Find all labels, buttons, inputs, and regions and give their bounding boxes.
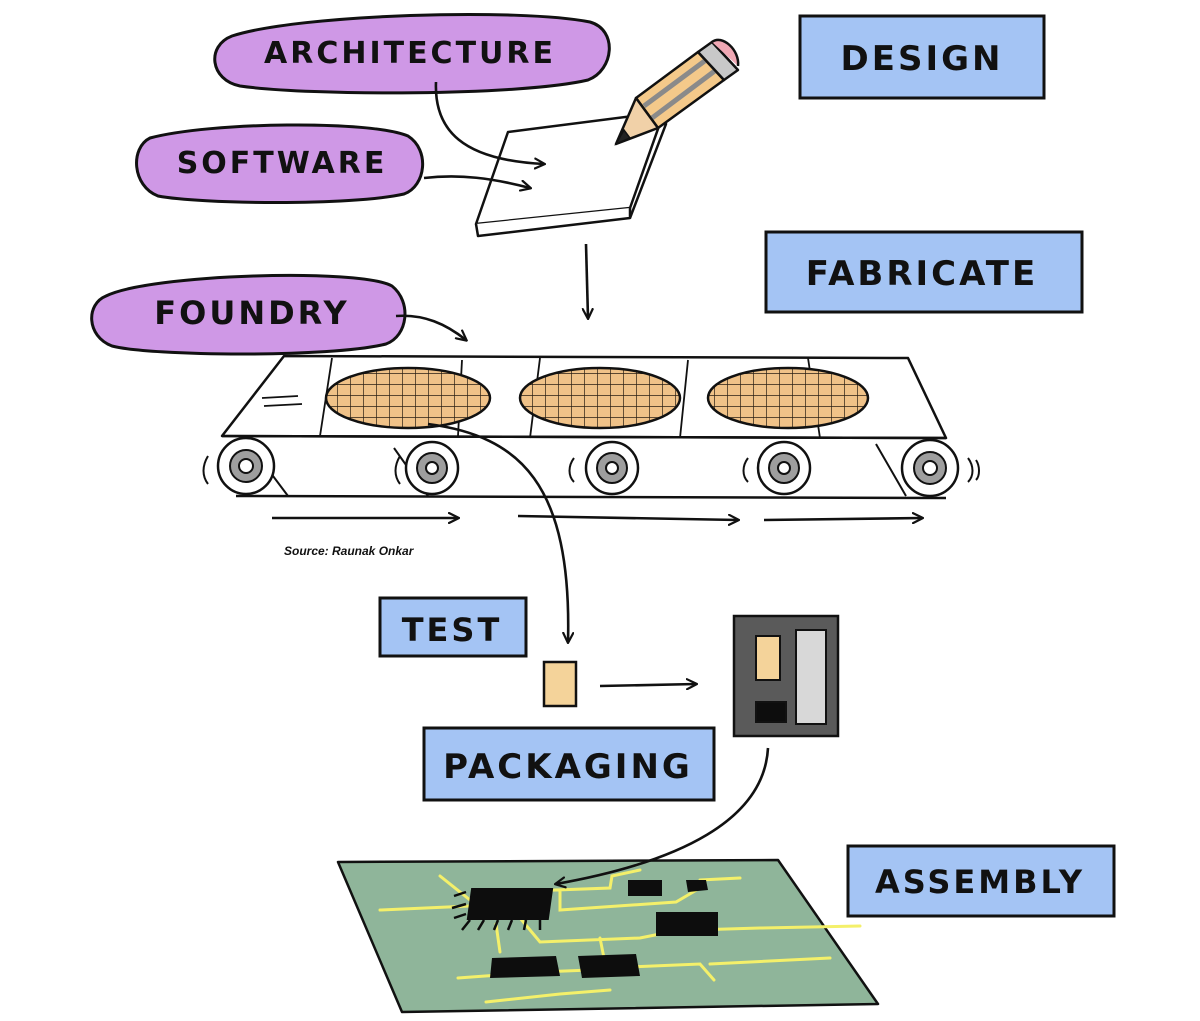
roller (404, 440, 460, 496)
wafer-to-die-arrow (427, 422, 568, 642)
test-label-text: TEST (402, 611, 503, 649)
architecture-bubble: ARCHITECTURE (213, 12, 611, 95)
foundry-text: FOUNDRY (154, 294, 349, 332)
flow-arrow (763, 518, 922, 520)
software-text: SOFTWARE (177, 146, 388, 181)
roller (756, 440, 812, 496)
pencil-icon (614, 38, 740, 146)
design-label-text: DESIGN (841, 39, 1004, 79)
source-credit: Source: Raunak Onkar (284, 544, 414, 558)
chip (686, 880, 708, 892)
software-arrow (423, 175, 530, 188)
foundry-bubble: FOUNDRY (90, 273, 407, 356)
die-icon (542, 660, 578, 708)
fabricate-label: FABRICATE (764, 230, 1084, 314)
chip (451, 888, 554, 931)
design-label: DESIGN (798, 14, 1046, 100)
package-to-board-arrow (556, 747, 770, 884)
roller (584, 440, 640, 496)
packaging-label: PACKAGING (422, 726, 716, 802)
assembly-label: ASSEMBLY (846, 844, 1116, 918)
packaging-label-text: PACKAGING (443, 747, 693, 787)
design-to-fabricate-arrow (586, 243, 588, 318)
assembly-label-text: ASSEMBLY (875, 863, 1085, 901)
die-to-package-arrow (599, 684, 696, 686)
wafer-icon (706, 366, 870, 430)
chip-package-icon (732, 614, 840, 738)
flow-arrow (517, 516, 738, 520)
foundry-arrow (395, 314, 466, 340)
roller (216, 436, 276, 496)
chip (656, 912, 718, 936)
fabricate-label-text: FABRICATE (806, 254, 1038, 294)
chip (490, 956, 560, 978)
chip (578, 954, 640, 978)
architecture-text: ARCHITECTURE (264, 36, 556, 71)
test-label: TEST (378, 596, 528, 658)
circuit-board-icon (336, 858, 880, 1014)
roller (900, 438, 960, 498)
architecture-arrow (434, 81, 544, 164)
wafer-icon (518, 366, 682, 430)
chip (628, 880, 662, 896)
software-bubble: SOFTWARE (135, 123, 424, 204)
wafer-icon (324, 366, 492, 430)
